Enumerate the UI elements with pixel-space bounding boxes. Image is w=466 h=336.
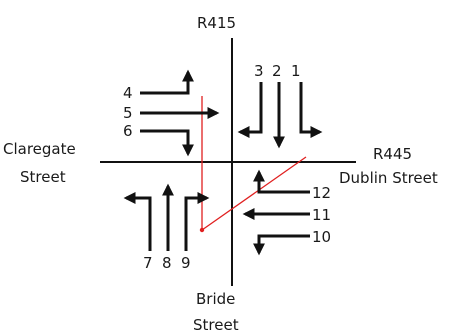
- road-label-west-line2: Street: [20, 168, 66, 186]
- road-label-east-line1: R445: [373, 145, 412, 163]
- movement-9-arrow: [184, 192, 210, 251]
- road-label-south-line1: Bride: [196, 290, 235, 308]
- movement-number-5: 5: [123, 104, 133, 122]
- movement-10-arrow: [253, 234, 310, 256]
- movement-number-3: 3: [254, 62, 264, 80]
- movement-6-arrow: [140, 129, 194, 157]
- movement-4-arrow: [140, 69, 194, 95]
- movement-7-arrow: [123, 192, 152, 251]
- movement-number-2: 2: [272, 62, 282, 80]
- conflict-point: [199, 227, 205, 233]
- road-label-west-line1: Claregate: [3, 140, 76, 158]
- road-label-south-line2: Street: [193, 316, 239, 334]
- movement-number-10: 10: [312, 228, 331, 246]
- movement-3-arrow: [237, 82, 263, 138]
- movement-12-arrow: [253, 169, 310, 194]
- movement-number-9: 9: [181, 254, 191, 272]
- movement-number-7: 7: [143, 254, 153, 272]
- movement-number-12: 12: [312, 184, 331, 202]
- movement-number-8: 8: [162, 254, 172, 272]
- movement-number-1: 1: [291, 62, 301, 80]
- road-label-north: R415: [197, 14, 236, 32]
- movement-number-11: 11: [312, 206, 331, 224]
- movement-number-6: 6: [123, 122, 133, 140]
- movement-1-arrow: [299, 82, 323, 138]
- movement-number-4: 4: [123, 84, 133, 102]
- road-label-east-line2: Dublin Street: [339, 169, 438, 187]
- conflict-line-diagonal: [201, 156, 307, 231]
